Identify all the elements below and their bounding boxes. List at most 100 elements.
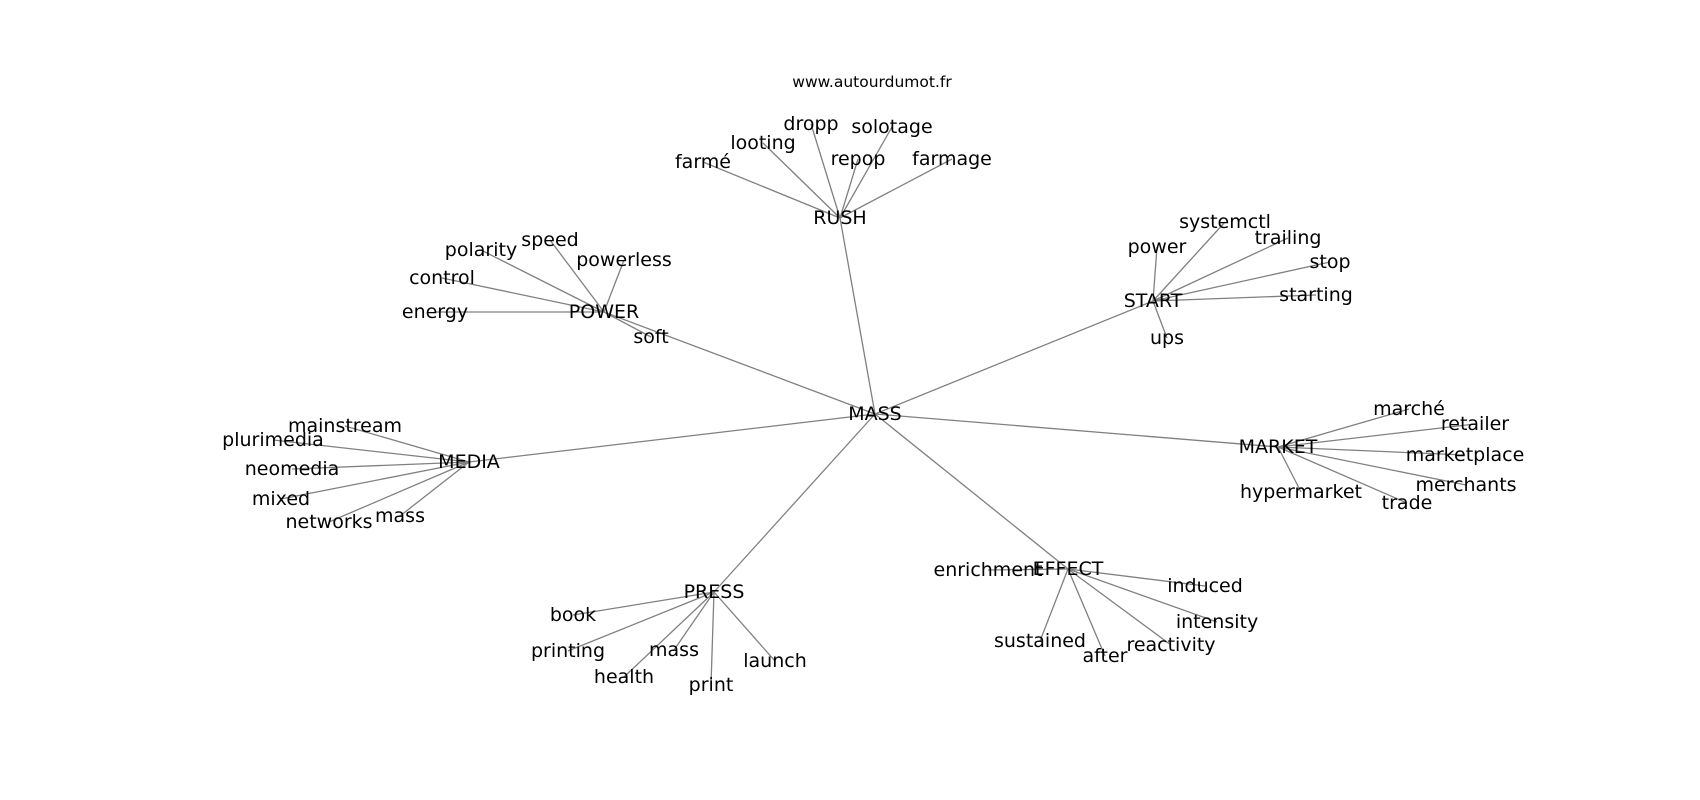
edge-media-neomedia (291, 461, 470, 470)
node-hub-start: START (1124, 290, 1183, 312)
node-hub-media: MEDIA (438, 451, 500, 473)
edge-start-power (1152, 246, 1158, 302)
node-term-market-marketplace: marketplace (1406, 444, 1525, 466)
edge-mass-market (874, 413, 1279, 448)
node-term-press-book: book (550, 604, 596, 626)
edge-mass-power (603, 311, 876, 415)
edge-start-trailing (1152, 237, 1289, 302)
edge-mass-media (468, 413, 876, 463)
edge-market-marche (1277, 408, 1410, 448)
edge-media-mixed (280, 461, 470, 500)
node-term-rush-looting: looting (730, 132, 795, 154)
edge-press-launch (713, 591, 776, 662)
graph-edges (272, 123, 1476, 686)
node-term-market-hypermarket: hypermarket (1240, 481, 1362, 503)
edge-rush-dropp (810, 123, 841, 219)
node-term-power-control: control (409, 267, 475, 289)
node-term-rush-solotage: solotage (851, 116, 932, 138)
edge-start-ups (1152, 300, 1168, 339)
edge-rush-solotage (839, 126, 893, 219)
edge-press-health (623, 591, 715, 678)
node-term-rush-farme: farmé (675, 151, 731, 173)
node-hub-market: MARKET (1239, 436, 1318, 458)
edge-effect-enrichment (987, 568, 1069, 571)
edge-market-trade (1277, 446, 1408, 504)
node-term-effect-reactivity: reactivity (1126, 634, 1215, 656)
edge-power-polarity (480, 249, 605, 313)
node-term-start-power: power (1128, 236, 1187, 258)
edge-mass-effect (874, 413, 1069, 570)
node-term-power-soft: soft (633, 326, 668, 348)
node-term-start-starting: starting (1279, 284, 1353, 306)
node-term-effect-sustained: sustained (994, 630, 1086, 652)
node-term-start-ups: ups (1150, 327, 1184, 349)
node-term-press-printing: printing (531, 640, 605, 662)
node-term-media-mixed: mixed (252, 488, 310, 510)
node-term-rush-repop: repop (831, 148, 886, 170)
node-term-effect-enrichment: enrichment (934, 559, 1043, 581)
node-term-media-networks: networks (285, 511, 372, 533)
edge-start-stop (1152, 261, 1331, 302)
edge-effect-induced (1067, 568, 1206, 587)
node-term-rush-farmage: farmage (912, 148, 992, 170)
edge-effect-sustained (1039, 568, 1069, 642)
edge-power-powerless (603, 259, 625, 313)
node-term-effect-after: after (1083, 645, 1128, 667)
node-term-media-mass: mass (375, 505, 425, 527)
node-term-press-mass: mass (649, 639, 699, 661)
node-term-rush-dropp: dropp (783, 113, 838, 135)
edge-press-mass (673, 591, 715, 651)
node-term-market-marche: marché (1373, 398, 1445, 420)
node-term-press-launch: launch (743, 650, 807, 672)
edge-mass-rush (839, 217, 876, 415)
edge-power-speed (549, 239, 605, 313)
edge-media-networks (328, 461, 470, 523)
edge-mass-press (713, 413, 876, 593)
node-term-media-plurimedia: plurimedia (222, 429, 324, 451)
edge-effect-intensity (1067, 568, 1218, 623)
node-term-market-merchants: merchants (1415, 474, 1516, 496)
edge-media-plurimedia (272, 439, 470, 463)
edge-market-hypermarket (1277, 446, 1302, 493)
node-term-power-polarity: polarity (445, 239, 517, 261)
edge-rush-farme (702, 161, 841, 219)
edge-market-marketplace (1277, 446, 1466, 456)
edge-market-merchants (1277, 446, 1467, 486)
node-hub-press: PRESS (684, 581, 745, 603)
edge-mass-start (874, 300, 1154, 415)
edge-power-soft (603, 311, 652, 338)
node-hub-power: POWER (569, 301, 639, 323)
edge-rush-farmage (839, 158, 953, 219)
node-term-power-powerless: powerless (576, 249, 672, 271)
node-term-effect-induced: induced (1167, 575, 1243, 597)
edge-start-systemctl (1152, 221, 1226, 302)
node-term-press-print: print (689, 674, 734, 696)
node-term-start-trailing: trailing (1255, 227, 1322, 249)
edge-effect-reactivity (1067, 568, 1172, 646)
node-term-market-trade: trade (1382, 492, 1433, 514)
node-term-media-neomedia: neomedia (245, 458, 340, 480)
edge-rush-repop (839, 158, 859, 219)
node-hub-effect: EFFECT (1033, 558, 1104, 580)
edge-power-control (441, 277, 605, 313)
edge-press-printing (567, 591, 715, 652)
node-term-power-speed: speed (521, 229, 578, 251)
node-term-start-systemctl: systemctl (1179, 211, 1271, 233)
edge-start-starting (1152, 294, 1317, 302)
edge-effect-after (1067, 568, 1106, 657)
edge-media-mass (399, 461, 470, 517)
edge-press-print (710, 591, 715, 686)
node-term-market-retailer: retailer (1441, 413, 1509, 435)
node-center-mass: MASS (848, 403, 902, 425)
edge-market-retailer (1277, 423, 1476, 448)
edge-press-book (572, 591, 715, 616)
edge-rush-looting (762, 142, 841, 219)
source-watermark: www.autourdumot.fr (792, 73, 952, 91)
node-term-power-energy: energy (402, 301, 468, 323)
node-hub-rush: RUSH (813, 207, 866, 229)
node-term-effect-intensity: intensity (1176, 611, 1258, 633)
node-term-media-mainstream: mainstream (288, 415, 402, 437)
node-term-start-stop: stop (1309, 251, 1350, 273)
